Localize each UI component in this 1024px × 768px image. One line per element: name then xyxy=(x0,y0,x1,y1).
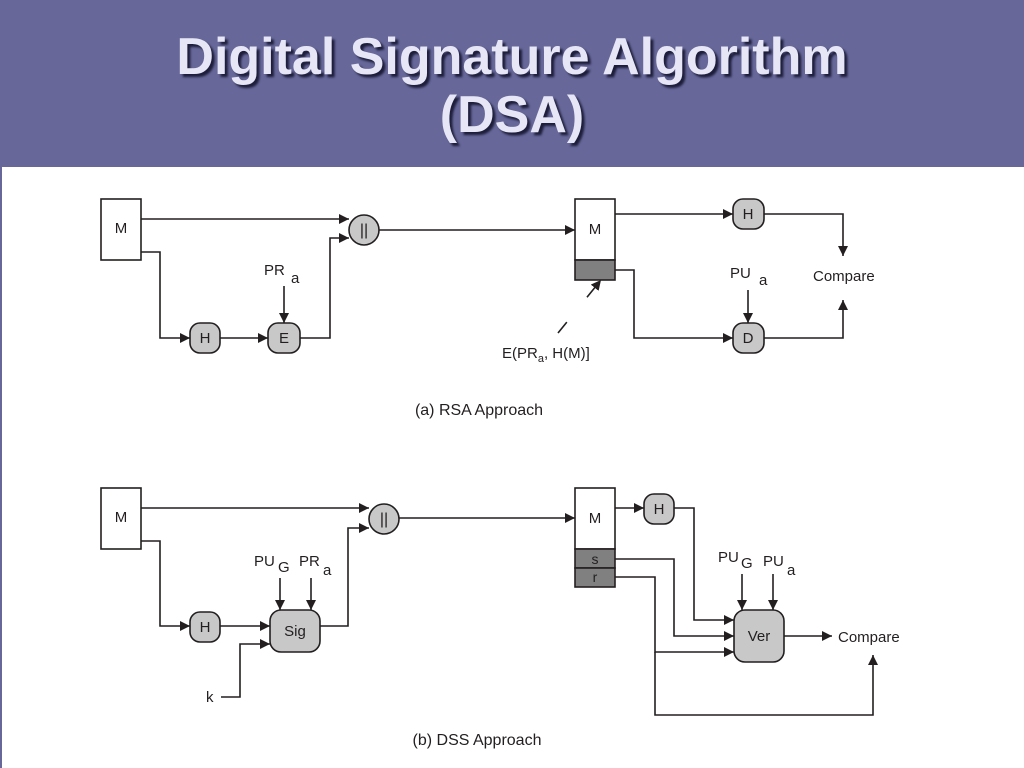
dss-k-label: k xyxy=(206,689,214,706)
rsa-private-key-sub: a xyxy=(291,270,300,287)
rsa-receiver-hash-label: H xyxy=(743,206,754,223)
rsa-arrow-sig-to-d xyxy=(615,269,733,343)
rsa-public-key-sub: a xyxy=(759,272,768,289)
rsa-concat-node xyxy=(348,214,380,246)
rsa-signature-label-suffix: , H(M)] xyxy=(544,345,590,362)
rsa-sender-message-box xyxy=(100,198,142,261)
dss-compare-label: Compare xyxy=(838,629,900,646)
rsa-private-key-label: PR xyxy=(264,262,285,279)
dss-global-key-2-label: PU xyxy=(718,549,739,566)
rsa-arrow-m-to-hash xyxy=(141,251,190,343)
rsa-labels: M H E || PR a M H D PU a Compare E(PRa, … xyxy=(115,206,875,419)
slide-title: Digital Signature Algorithm (DSA) xyxy=(0,28,1024,144)
rsa-hash-label: H xyxy=(200,330,211,347)
rsa-signature-label-prefix: E(PR xyxy=(502,345,538,362)
dss-arrow-r-to-compare xyxy=(654,652,878,716)
title-line-1: Digital Signature Algorithm xyxy=(176,28,848,86)
rsa-signature-label: E(PRa, H(M)] xyxy=(502,345,590,365)
dss-diagram xyxy=(100,487,878,716)
dss-labels: M H Sig PU G PR a k || M s r H PU G PU a… xyxy=(115,501,900,749)
rsa-arrow-hash-to-compare xyxy=(764,213,848,256)
dss-receiver-hash-node xyxy=(643,493,675,525)
dss-signature-r-block xyxy=(574,567,616,588)
title-line-2: (DSA) xyxy=(439,86,585,144)
dss-private-key-label: PR xyxy=(299,553,320,570)
dss-private-key-sub: a xyxy=(323,562,332,579)
dss-public-key-label: PU xyxy=(763,553,784,570)
dss-hash-node xyxy=(189,611,221,643)
dss-arrow-s-to-ver xyxy=(615,558,734,641)
rsa-hash-node xyxy=(189,322,221,354)
dss-receiver-message-label: M xyxy=(589,510,602,527)
rsa-decrypt-label: D xyxy=(743,330,754,347)
dss-sign-node xyxy=(269,609,321,653)
dss-caption: (b) DSS Approach xyxy=(413,732,542,749)
left-border xyxy=(0,167,2,768)
dss-global-key-label: PU xyxy=(254,553,275,570)
rsa-public-key-label: PU xyxy=(730,265,751,282)
dss-receiver-hash-label: H xyxy=(654,501,665,518)
rsa-arrow-e-to-concat xyxy=(300,233,349,339)
rsa-decrypt-node xyxy=(732,322,765,354)
rsa-sender-message-label: M xyxy=(115,220,128,237)
dss-global-key-sub: G xyxy=(278,559,290,576)
dss-concat-label: || xyxy=(380,511,388,528)
rsa-caption: (a) RSA Approach xyxy=(415,402,543,419)
rsa-compare-label: Compare xyxy=(813,268,875,285)
rsa-dashed-pointer xyxy=(557,279,602,334)
rsa-encrypt-node xyxy=(267,322,301,354)
dss-global-key-2-sub: G xyxy=(741,555,753,572)
rsa-encrypt-label: E xyxy=(279,330,289,347)
rsa-signature-block xyxy=(574,259,616,281)
dss-arrow-m-to-hash xyxy=(141,540,190,631)
rsa-receiver-message-box xyxy=(574,198,616,261)
dss-verify-node xyxy=(733,609,785,663)
rsa-concat-label: || xyxy=(360,222,368,239)
dss-r-label: r xyxy=(593,569,598,585)
dss-sender-message-label: M xyxy=(115,509,128,526)
dss-arrow-k-to-sig xyxy=(221,639,270,698)
rsa-receiver-message-label: M xyxy=(589,221,602,238)
dss-receiver-message-box xyxy=(574,487,616,550)
dss-hash-label: H xyxy=(200,619,211,636)
dss-public-key-sub: a xyxy=(787,562,796,579)
rsa-diagram xyxy=(100,198,848,354)
slide-header xyxy=(0,0,1024,167)
dss-s-label: s xyxy=(592,551,599,567)
rsa-signature-label-sub: a xyxy=(538,353,545,365)
rsa-receiver-hash-node xyxy=(732,198,765,230)
dss-arrow-r-to-ver xyxy=(615,576,734,657)
dss-arrow-sig-to-concat xyxy=(320,523,369,627)
dss-arrow-hash-to-ver xyxy=(674,507,734,625)
dss-concat-node xyxy=(368,503,400,535)
rsa-arrow-d-to-compare xyxy=(764,300,848,339)
dss-verify-label: Ver xyxy=(748,628,771,645)
dss-sender-message-box xyxy=(100,487,142,550)
dss-sign-label: Sig xyxy=(284,623,306,640)
